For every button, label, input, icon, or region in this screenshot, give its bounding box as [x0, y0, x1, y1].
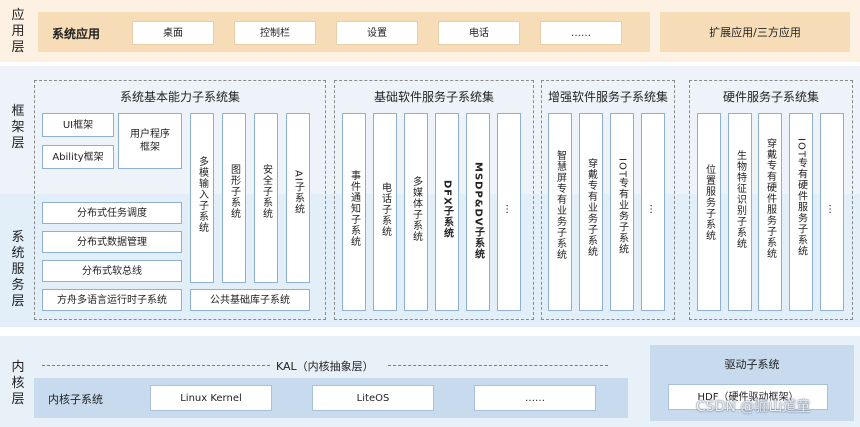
graphics-label: 图形子系统 — [228, 164, 240, 219]
kernel-subsystem-label: 内核子系统 — [48, 393, 103, 406]
smart-screen-label: 智慧屏专有业务子系统 — [554, 150, 566, 260]
basic-software-more-label: … — [503, 204, 515, 215]
smart-screen-box: 智慧屏专有业务子系统 — [548, 113, 572, 311]
app-settings: 设置 — [336, 21, 418, 45]
iot-business-box: IOT专有业务子系统 — [610, 113, 634, 311]
wearable-business-box: 穿戴专有业务子系统 — [579, 113, 603, 311]
ability-framework-box: Ability框架 — [42, 145, 114, 169]
basic-software-title: 基础软件服务子系统集 — [373, 90, 494, 104]
telephony-label: 电话子系统 — [379, 182, 391, 237]
ai-box: AI子系统 — [286, 113, 310, 283]
hdf-box: HDF（硬件驱动框架） — [668, 384, 828, 410]
kal-dashed-line-left — [42, 365, 270, 366]
common-base-library-box: 公共基础库子系统 — [190, 289, 310, 311]
hardware-service-group — [689, 80, 853, 320]
watermark: CSDN @骊山道童 — [696, 399, 811, 415]
basic-capability-title: 系统基本能力子系统集 — [119, 90, 240, 104]
graphics-box: 图形子系统 — [222, 113, 246, 283]
layer-label-system-service: 系统服务层 — [11, 230, 25, 309]
enhanced-software-title: 增强软件服务子系统集 — [547, 90, 668, 104]
wearable-hardware-label: 穿戴专有硬件服务子系统 — [764, 138, 776, 259]
app-desktop: 桌面 — [132, 21, 214, 45]
enhanced-software-more-label: … — [647, 204, 659, 215]
linux-kernel-box: Linux Kernel — [150, 385, 272, 411]
location-service-box: 位置服务子系统 — [697, 113, 721, 311]
telephony-box: 电话子系统 — [373, 113, 397, 311]
extension-app-label: 扩展应用/三方应用 — [709, 26, 801, 39]
app-more: …… — [540, 21, 622, 45]
multimodal-input-label: 多模输入子系统 — [196, 156, 208, 233]
kal-dashed-line-right — [388, 365, 608, 366]
user-program-framework-box: 用户程序框架 — [118, 113, 182, 169]
layer-label-kernel: 内核层 — [11, 360, 25, 407]
multimedia-box: 多媒体子系统 — [404, 113, 428, 311]
multimodal-input-box: 多模输入子系统 — [190, 113, 214, 283]
basic-software-group — [334, 80, 534, 320]
iot-hardware-box: IOT专有硬件服务子系统 — [789, 113, 813, 311]
ai-label: AI子系统 — [292, 170, 304, 215]
iot-hardware-label: IOT专有硬件服务子系统 — [795, 138, 807, 257]
hardware-service-more-box: … — [820, 113, 844, 311]
distributed-task-scheduling-box: 分布式任务调度 — [42, 202, 182, 224]
distributed-soft-bus-box: 分布式软总线 — [42, 260, 182, 282]
biometrics-label: 生物特征识别子系统 — [734, 150, 746, 249]
ark-runtime-box: 方舟多语言运行时子系统 — [42, 289, 182, 311]
dfx-label: DFX子系统 — [441, 180, 453, 239]
basic-software-more-box: … — [497, 113, 521, 311]
distributed-data-management-box: 分布式数据管理 — [42, 231, 182, 253]
msdp-dv-box: MSDP&DV子系统 — [466, 113, 490, 311]
liteos-box: LiteOS — [312, 385, 434, 411]
enhanced-software-group — [541, 80, 675, 320]
extension-app-row: 扩展应用/三方应用 — [660, 12, 850, 52]
iot-business-label: IOT专有业务子系统 — [616, 158, 628, 255]
kal-label: KAL（内核抽象层） — [276, 360, 374, 373]
event-notification-label: 事件通知子系统 — [348, 170, 360, 247]
ui-framework-box: UI框架 — [42, 113, 114, 137]
basic-capability-group — [34, 80, 326, 320]
layer-label-framework: 框架层 — [11, 104, 25, 151]
hardware-service-more-label: … — [826, 204, 838, 215]
hardware-service-title: 硬件服务子系统集 — [722, 90, 819, 104]
event-notification-box: 事件通知子系统 — [342, 113, 366, 311]
system-app-label: 系统应用 — [52, 27, 101, 41]
security-label: 安全子系统 — [260, 164, 272, 219]
layer-label-app: 应用层 — [11, 8, 25, 55]
security-box: 安全子系统 — [254, 113, 278, 283]
enhanced-software-more-box: … — [641, 113, 665, 311]
kernel-more-box: …… — [474, 385, 596, 411]
biometrics-box: 生物特征识别子系统 — [728, 113, 752, 311]
app-phone: 电话 — [438, 21, 520, 45]
msdp-dv-label: MSDP&DV子系统 — [472, 162, 484, 260]
driver-subsystem-label: 驱动子系统 — [724, 358, 780, 371]
user-program-framework-label: 用户程序框架 — [130, 129, 170, 153]
wearable-business-label: 穿戴专有业务子系统 — [585, 158, 597, 257]
wearable-hardware-box: 穿戴专有硬件服务子系统 — [758, 113, 782, 311]
dfx-box: DFX子系统 — [435, 113, 459, 311]
app-control-bar: 控制栏 — [234, 21, 316, 45]
multimedia-label: 多媒体子系统 — [410, 176, 422, 242]
location-service-label: 位置服务子系统 — [703, 164, 715, 241]
